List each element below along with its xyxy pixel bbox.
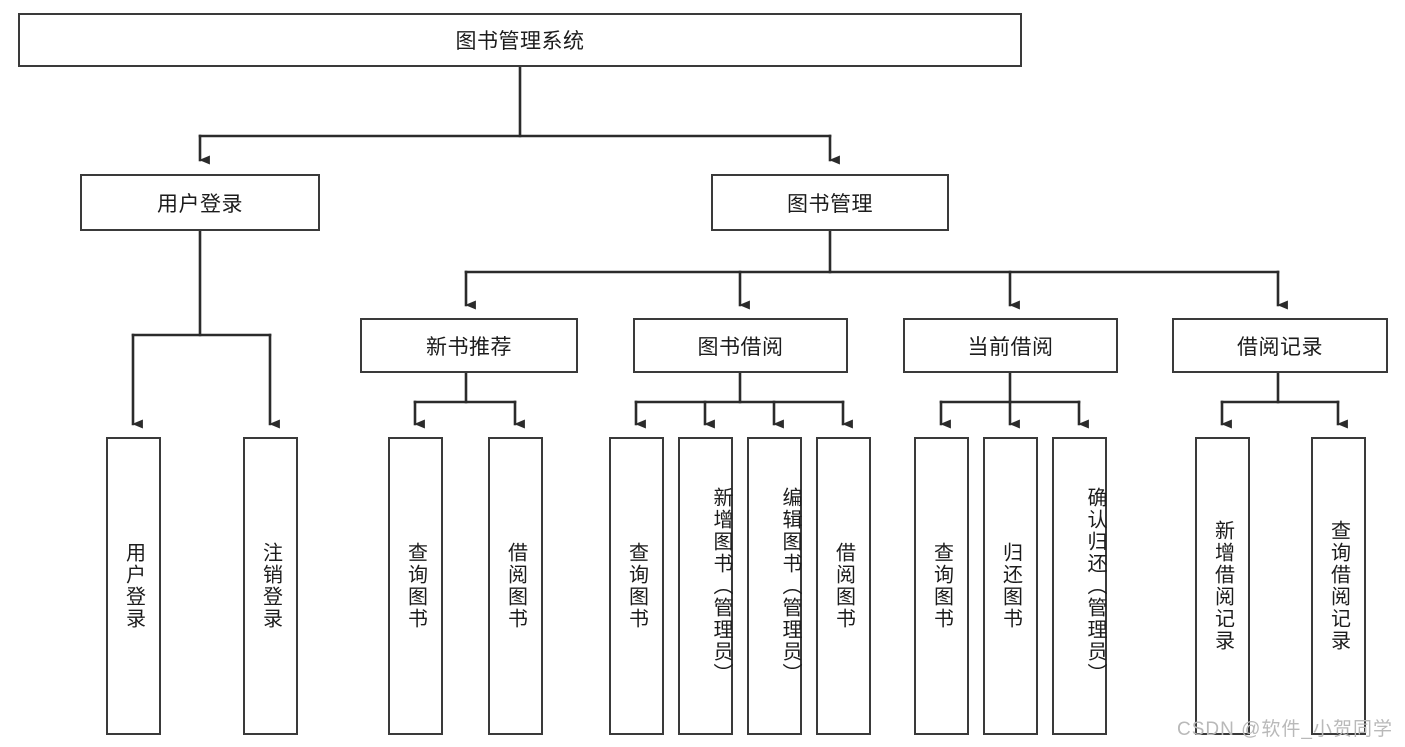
node-label: 编辑图书（管理员）: [779, 487, 801, 685]
leaf-book-borrow-borrow-book[interactable]: 借阅图书: [816, 437, 871, 735]
node-label: 查询借阅记录: [1327, 520, 1350, 652]
node-user-login[interactable]: 用户登录: [80, 174, 320, 231]
leaf-book-borrow-edit-book[interactable]: 编辑图书（管理员）: [747, 437, 802, 735]
node-label: 归还图书: [999, 542, 1022, 630]
node-label: 借阅图书: [504, 542, 527, 630]
node-label: 用户登录: [122, 542, 145, 630]
leaf-borrow-record-query-record[interactable]: 查询借阅记录: [1311, 437, 1366, 735]
node-label: 借阅记录: [1237, 335, 1323, 359]
leaf-current-borrow-return-book[interactable]: 归还图书: [983, 437, 1038, 735]
leaf-user-login-login[interactable]: 用户登录: [106, 437, 161, 735]
node-current-borrow[interactable]: 当前借阅: [903, 318, 1118, 373]
node-label: 查询图书: [625, 542, 648, 630]
csdn-watermark: CSDN @软件_小贺同学: [1177, 719, 1393, 740]
node-label: 借阅图书: [832, 542, 855, 630]
node-label: 查询图书: [404, 542, 427, 630]
node-borrow-record[interactable]: 借阅记录: [1172, 318, 1388, 373]
node-label: 当前借阅: [967, 335, 1054, 359]
leaf-book-borrow-query-book[interactable]: 查询图书: [609, 437, 664, 735]
leaf-new-book-borrow-book[interactable]: 借阅图书: [488, 437, 543, 735]
node-label: 图书借阅: [697, 335, 784, 359]
leaf-borrow-record-add-record[interactable]: 新增借阅记录: [1195, 437, 1250, 735]
node-label: 查询图书: [930, 542, 953, 630]
node-label: 注销登录: [259, 542, 282, 630]
node-label: 确认归还（管理员）: [1084, 487, 1106, 685]
node-label: 图书管理: [787, 192, 873, 216]
node-label: 新增图书（管理员）: [710, 487, 732, 685]
leaf-user-login-logout[interactable]: 注销登录: [243, 437, 298, 735]
leaf-new-book-query-book[interactable]: 查询图书: [388, 437, 443, 735]
node-root-system[interactable]: 图书管理系统: [18, 13, 1022, 67]
node-book-borrow[interactable]: 图书借阅: [633, 318, 848, 373]
leaf-current-borrow-confirm-return[interactable]: 确认归还（管理员）: [1052, 437, 1107, 735]
leaf-current-borrow-query-book[interactable]: 查询图书: [914, 437, 969, 735]
node-new-book-recommend[interactable]: 新书推荐: [360, 318, 578, 373]
node-label: 用户登录: [157, 192, 243, 216]
leaf-book-borrow-add-book[interactable]: 新增图书（管理员）: [678, 437, 733, 735]
node-label: 新增借阅记录: [1211, 520, 1234, 652]
node-label: 图书管理系统: [455, 30, 585, 53]
node-label: 新书推荐: [426, 335, 512, 359]
node-book-management[interactable]: 图书管理: [711, 174, 949, 231]
